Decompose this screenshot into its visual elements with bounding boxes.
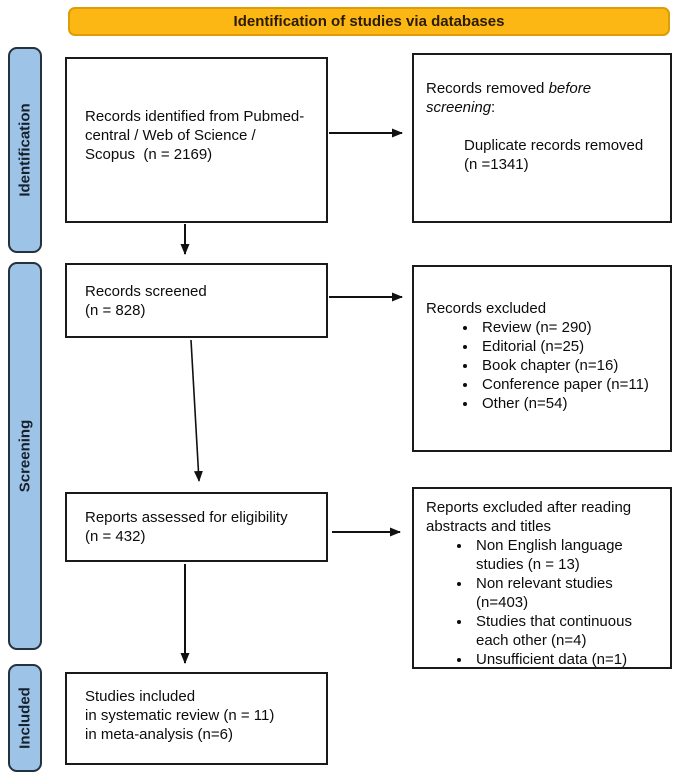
records-identified-line: central / Web of Science / <box>85 126 256 144</box>
box-records-identified: Records identified from Pubmed- central … <box>65 57 328 223</box>
stage-included-text: Included <box>16 687 34 749</box>
excluded-reason: Editorial (n=25) <box>478 337 664 356</box>
studies-included-line: in systematic review (n = 11) <box>85 707 275 724</box>
records-removed-heading-line: screening: <box>426 98 662 117</box>
reports-excluded-reason: Unsufficient data (n=1) <box>472 650 648 669</box>
records-excluded-list: Review (n= 290) Editorial (n=25) Book ch… <box>426 318 664 413</box>
box-records-excluded: Records excluded Review (n= 290) Editori… <box>412 265 672 452</box>
box-reports-assessed: Reports assessed for eligibility (n = 43… <box>65 492 328 562</box>
duplicate-records-detail: Duplicate records removed (n =1341) <box>426 136 662 174</box>
records-identified-line: Records identified from Pubmed- <box>85 107 305 125</box>
box-studies-included: Studies included in systematic review (n… <box>65 672 328 765</box>
excluded-reason: Other (n=54) <box>478 394 664 413</box>
records-removed-heading-line: Records removed before <box>426 79 662 98</box>
duplicate-records-line: (n =1341) <box>464 156 529 173</box>
records-identified-line: Scopus (n = 2169) <box>85 145 213 163</box>
stage-label-identification: Identification <box>8 47 42 253</box>
records-removed-italic: screening <box>426 99 492 116</box>
records-excluded-heading: Records excluded <box>426 300 547 317</box>
stage-screening-text: Screening <box>16 419 34 493</box>
excluded-reason: Conference paper (n=11) <box>478 375 664 394</box>
reports-excluded-list: Non English language studies (n = 13) No… <box>426 536 666 669</box>
banner-identification-via-databases: Identification of studies via databases <box>68 7 670 36</box>
arrow-screened-to-assessed <box>190 339 203 482</box>
records-screened-line: (n = 828) <box>85 301 146 319</box>
reports-excluded-heading-line: Reports excluded after reading <box>426 499 632 516</box>
studies-included-line: in meta-analysis (n=6) <box>85 726 233 743</box>
excluded-reason: Book chapter (n=16) <box>478 356 664 375</box>
stage-label-screening: Screening <box>8 262 42 650</box>
stage-label-included: Included <box>8 664 42 772</box>
records-removed-text: Records removed <box>426 80 549 97</box>
reports-assessed-line: (n = 432) <box>85 528 146 545</box>
reports-excluded-reason: Non relevant studies (n=403) <box>472 574 648 612</box>
box-records-screened: Records screened (n = 828) <box>65 263 328 338</box>
box-reports-excluded-after-reading: Reports excluded after reading abstracts… <box>412 487 672 669</box>
reports-excluded-reason: Non English language studies (n = 13) <box>472 536 648 574</box>
duplicate-records-line: Duplicate records removed <box>464 137 644 154</box>
box-records-removed-before-screening: Records removed before screening: Duplic… <box>412 53 672 223</box>
records-removed-text: : <box>491 99 496 116</box>
excluded-reason: Review (n= 290) <box>478 318 664 337</box>
reports-assessed-line: Reports assessed for eligibility <box>85 509 288 526</box>
studies-included-line: Studies included <box>85 688 196 705</box>
banner-label: Identification of studies via databases <box>233 13 505 30</box>
records-screened-line: Records screened <box>85 282 207 300</box>
reports-excluded-reason: Studies that continuous each other (n=4) <box>472 612 648 650</box>
reports-excluded-heading-line: abstracts and titles <box>426 518 552 535</box>
records-removed-italic: before <box>548 80 592 97</box>
stage-identification-text: Identification <box>16 103 34 197</box>
